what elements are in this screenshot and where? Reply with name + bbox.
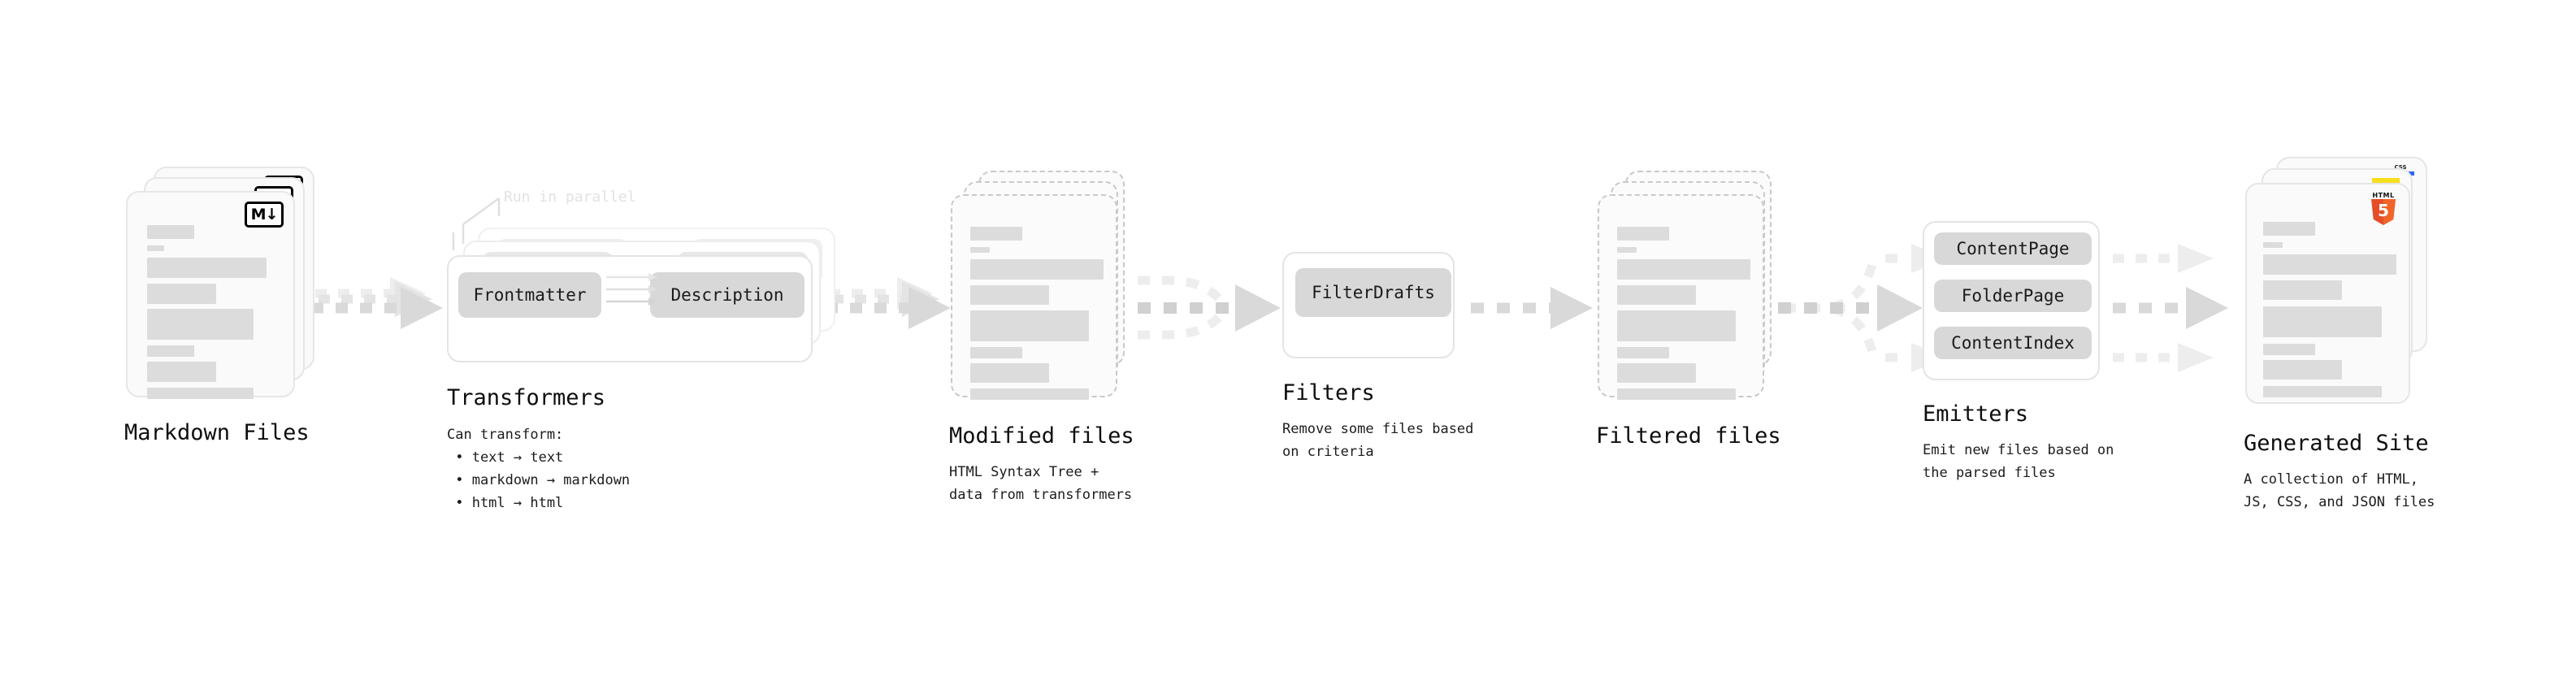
transformers-group-front[interactable]: Frontmatter Description [447, 255, 813, 362]
placeholder-bar [1617, 363, 1696, 383]
placeholder-bar [2263, 386, 2382, 397]
markdown-file-card-front: M↓ [126, 191, 295, 399]
placeholder-bar [2263, 222, 2315, 236]
emitter-chip-contentindex[interactable]: ContentIndex [1934, 327, 2092, 359]
stage-title-generated-site: Generated Site [2244, 431, 2429, 456]
markdown-icon: M↓ [245, 202, 284, 228]
stage-desc-modified-files: HTML Syntax Tree + data from transformer… [949, 464, 1133, 504]
placeholder-bar [970, 247, 990, 253]
emitter-chip-folderpage[interactable]: FolderPage [1934, 280, 2092, 312]
placeholder-bar [147, 258, 267, 278]
stage-title-transformers: Transformers [447, 385, 606, 410]
placeholder-bar [147, 245, 164, 251]
placeholder-bar [1617, 247, 1637, 253]
html5-shield-shape: 5 [2371, 199, 2396, 225]
emitter-chip-contentpage[interactable]: ContentPage [1934, 232, 2092, 265]
stage-title-modified-files: Modified files [949, 423, 1134, 449]
placeholder-bar [970, 227, 1022, 241]
filters-group[interactable]: FilterDrafts [1282, 252, 1455, 358]
stage-desc-generated-site: A collection of HTML, JS, CSS, and JSON … [2244, 471, 2435, 511]
stage-desc-transformers: Can transform: • text → text • markdown … [447, 427, 631, 512]
placeholder-bar [1617, 259, 1750, 280]
connector-filtered-to-emitters [1778, 244, 1947, 372]
placeholder-bar [970, 363, 1049, 383]
stage-desc-filters: Remove some files based on criteria [1282, 421, 1474, 461]
stage-desc-emitters: Emit new files based on the parsed files [1923, 442, 2114, 482]
placeholder-bar [147, 345, 194, 357]
placeholder-bar [147, 309, 254, 340]
placeholder-bar [147, 362, 216, 382]
placeholder-bar [147, 388, 254, 399]
parallel-bracket-icon [452, 197, 501, 250]
placeholder-bar [1617, 388, 1736, 400]
run-in-parallel-note: Run in parallel [504, 189, 636, 206]
connector-emitters-to-site [2113, 244, 2228, 372]
connector-transformers-to-modified [826, 277, 951, 329]
placeholder-bar [2263, 306, 2382, 337]
placeholder-bar [970, 388, 1089, 400]
chip-link-arrows-icon [606, 273, 657, 306]
transformer-chip-description[interactable]: Description [650, 272, 804, 318]
html5-five-glyph: 5 [2378, 200, 2389, 220]
filter-chip-filterdrafts[interactable]: FilterDrafts [1295, 268, 1451, 317]
placeholder-bar [970, 347, 1022, 358]
emitters-group[interactable]: ContentPage FolderPage ContentIndex [1923, 221, 2100, 380]
modified-file-card-front [951, 194, 1117, 400]
stage-title-emitters: Emitters [1923, 401, 2029, 427]
placeholder-bar [2263, 344, 2315, 355]
html5-label: HTML [2372, 192, 2395, 199]
generated-site-card-front: HTML 5 [2245, 183, 2410, 404]
stage-title-markdown-files: Markdown Files [124, 420, 310, 445]
placeholder-bar [2263, 280, 2342, 300]
placeholder-bar [147, 284, 216, 304]
placeholder-bar [970, 285, 1049, 305]
css-label: CSS [2394, 164, 2407, 171]
placeholder-bar [1617, 285, 1696, 305]
placeholder-bar [2263, 242, 2283, 248]
stage-title-filters: Filters [1282, 380, 1375, 406]
placeholder-bar [1617, 347, 1669, 358]
placeholder-bar [2263, 254, 2396, 275]
placeholder-bar [2263, 360, 2342, 380]
filtered-file-card-front [1598, 194, 1764, 400]
placeholder-bar [1617, 227, 1669, 241]
placeholder-bar [970, 259, 1104, 280]
stage-title-filtered-files: Filtered files [1596, 423, 1781, 449]
placeholder-bar [147, 225, 194, 239]
connector-modified-to-filters [1138, 275, 1281, 340]
transformer-chip-frontmatter[interactable]: Frontmatter [458, 272, 601, 318]
connector-md-to-transformers [311, 277, 443, 329]
placeholder-bar [1617, 310, 1736, 341]
placeholder-bar [970, 310, 1089, 341]
html5-icon: HTML 5 [2370, 193, 2397, 225]
connector-filters-to-filtered [1471, 287, 1593, 329]
